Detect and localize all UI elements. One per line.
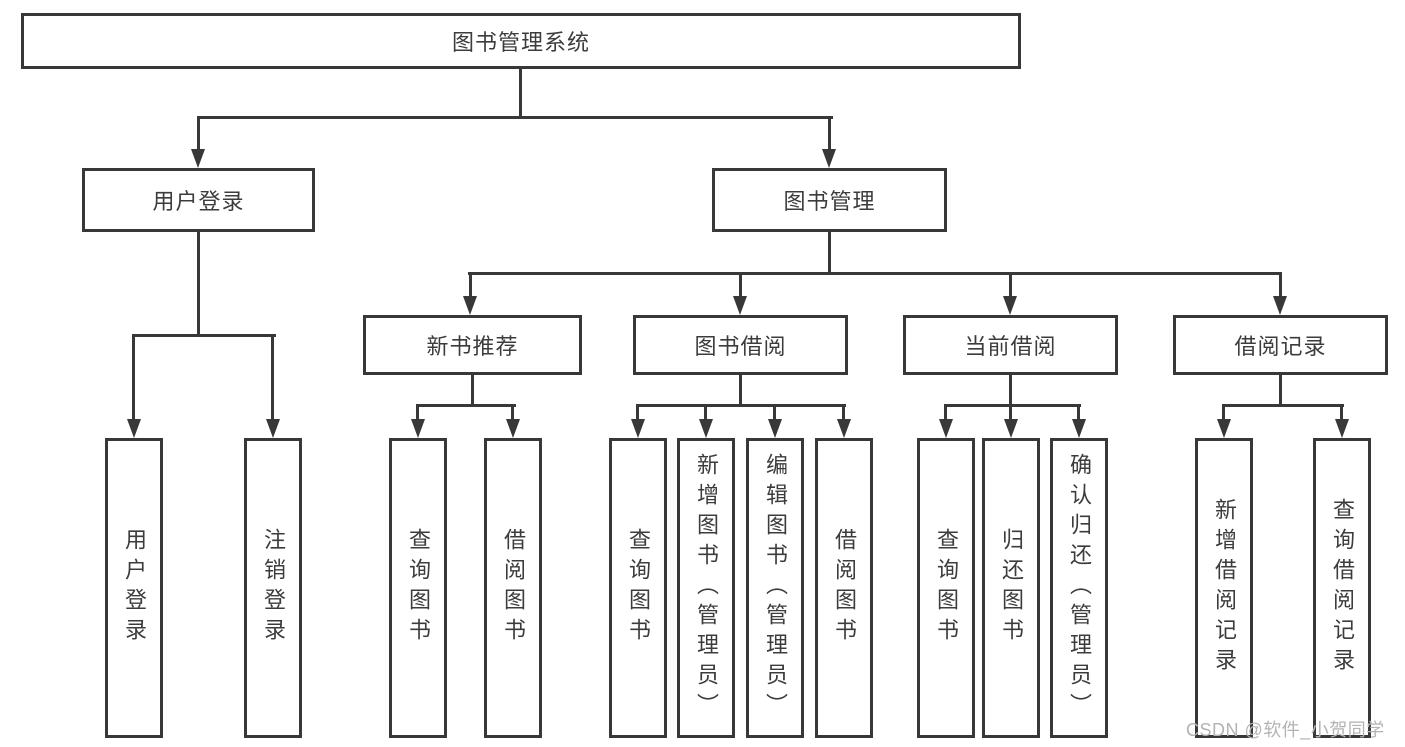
- connector-line: [1222, 404, 1225, 424]
- node-current-borrowing-label: 当前借阅: [964, 334, 1057, 359]
- node-leaf-return-books: 归还图书: [982, 438, 1040, 738]
- leaf-label: 借阅图书: [501, 528, 526, 648]
- leaf-label: 注销登录: [261, 528, 286, 648]
- connector-line: [1009, 272, 1012, 300]
- leaf-label: 新增图书（管理员）: [694, 453, 719, 723]
- leaf-label: 新增借阅记录: [1212, 498, 1237, 678]
- connector-line: [197, 116, 200, 153]
- connector-line: [416, 404, 419, 424]
- connector-line: [1077, 404, 1080, 424]
- arrow-down-icon: [411, 419, 425, 438]
- arrow-down-icon: [127, 419, 141, 438]
- arrow-down-icon: [1335, 419, 1349, 438]
- arrow-down-icon: [939, 419, 953, 438]
- leaf-label: 编辑图书（管理员）: [763, 453, 788, 723]
- connector-line: [416, 404, 516, 407]
- arrow-down-icon: [1003, 296, 1017, 315]
- leaf-label: 查询图书: [934, 528, 959, 648]
- leaf-label: 借阅图书: [832, 528, 857, 648]
- node-leaf-user-login: 用户登录: [105, 438, 163, 738]
- arrow-down-icon: [837, 419, 851, 438]
- node-new-book-recommend-label: 新书推荐: [426, 334, 519, 359]
- connector-line: [773, 404, 776, 424]
- node-borrowing-records: 借阅记录: [1173, 315, 1388, 375]
- connector-line: [944, 404, 1081, 407]
- node-book-management: 图书管理: [712, 168, 947, 232]
- connector-line: [828, 116, 831, 153]
- node-leaf-logout: 注销登录: [244, 438, 302, 738]
- connector-line: [739, 272, 742, 300]
- node-leaf-query-books-recommend: 查询图书: [389, 438, 447, 738]
- connector-line: [469, 272, 472, 300]
- connector-line: [1279, 373, 1282, 407]
- connector-line: [1340, 404, 1343, 424]
- leaf-label: 查询借阅记录: [1330, 498, 1355, 678]
- node-leaf-edit-books-admin: 编辑图书（管理员）: [746, 438, 804, 738]
- connector-line: [739, 373, 742, 407]
- arrow-down-icon: [1217, 419, 1231, 438]
- leaf-label: 查询图书: [626, 528, 651, 648]
- node-user-login: 用户登录: [82, 168, 315, 232]
- node-user-login-label: 用户登录: [152, 189, 245, 214]
- node-borrowing-records-label: 借阅记录: [1234, 334, 1327, 359]
- arrow-down-icon: [191, 149, 205, 168]
- node-root-label: 图书管理系统: [451, 30, 590, 55]
- connector-line: [1222, 404, 1344, 407]
- connector-line: [1279, 272, 1282, 300]
- connector-line: [828, 230, 831, 275]
- connector-line: [1009, 404, 1012, 424]
- node-book-management-label: 图书管理: [783, 189, 876, 214]
- connector-line: [471, 373, 474, 407]
- node-current-borrowing: 当前借阅: [903, 315, 1118, 375]
- connector-line: [636, 404, 846, 407]
- node-leaf-borrow-books-recommend: 借阅图书: [484, 438, 542, 738]
- leaf-label: 确认归还（管理员）: [1067, 453, 1092, 723]
- node-leaf-borrow-books: 借阅图书: [815, 438, 873, 738]
- arrow-down-icon: [463, 296, 477, 315]
- node-leaf-query-books-current: 查询图书: [917, 438, 975, 738]
- node-leaf-confirm-return-admin: 确认归还（管理员）: [1050, 438, 1108, 738]
- connector-line: [132, 334, 276, 337]
- leaf-label: 查询图书: [406, 528, 431, 648]
- node-leaf-query-books-borrowing: 查询图书: [609, 438, 667, 738]
- arrow-down-icon: [631, 419, 645, 438]
- node-book-borrowing: 图书借阅: [633, 315, 848, 375]
- connector-line: [636, 404, 639, 424]
- leaf-label: 用户登录: [122, 528, 147, 648]
- connector-line: [271, 334, 274, 422]
- node-book-borrowing-label: 图书借阅: [694, 334, 787, 359]
- connector-line: [704, 404, 707, 424]
- connector-line: [197, 116, 833, 119]
- connector-line: [468, 272, 1282, 275]
- arrow-down-icon: [822, 149, 836, 168]
- arrow-down-icon: [699, 419, 713, 438]
- connector-line: [944, 404, 947, 424]
- connector-line: [197, 230, 200, 337]
- node-root: 图书管理系统: [21, 13, 1021, 69]
- node-leaf-query-borrow-record: 查询借阅记录: [1313, 438, 1371, 738]
- connector-line: [511, 404, 514, 424]
- arrow-down-icon: [733, 296, 747, 315]
- arrow-down-icon: [768, 419, 782, 438]
- connector-line: [1009, 373, 1012, 407]
- arrow-down-icon: [1072, 419, 1086, 438]
- connector-line: [842, 404, 845, 424]
- node-new-book-recommend: 新书推荐: [363, 315, 582, 375]
- connector-line: [519, 67, 522, 119]
- arrow-down-icon: [266, 419, 280, 438]
- connector-line: [132, 334, 135, 422]
- arrow-down-icon: [1273, 296, 1287, 315]
- node-leaf-add-borrow-record: 新增借阅记录: [1195, 438, 1253, 738]
- arrow-down-icon: [506, 419, 520, 438]
- watermark-text: CSDN @软件_小贺同学: [1186, 720, 1385, 740]
- leaf-label: 归还图书: [999, 528, 1024, 648]
- node-leaf-add-books-admin: 新增图书（管理员）: [677, 438, 735, 738]
- arrow-down-icon: [1004, 419, 1018, 438]
